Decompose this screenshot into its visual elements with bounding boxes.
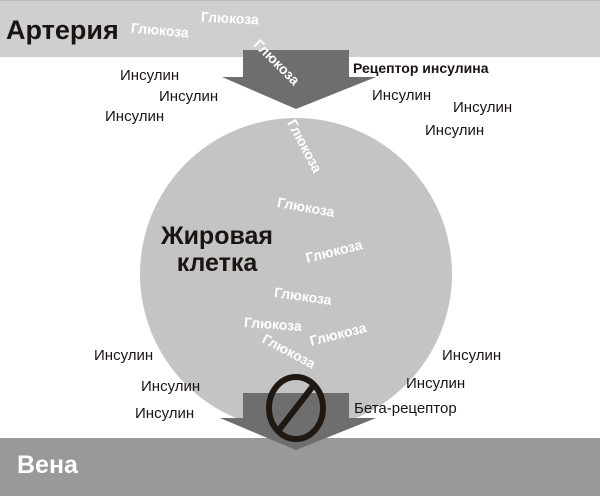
insulin-label: Инсулин [406,375,466,392]
vein-label: Вена [17,451,78,479]
insulin-label: Инсулин [141,378,201,395]
glucose-label: Глюкоза [200,8,260,28]
insulin-receptor-arrow [222,50,376,109]
insulin-label: Инсулин [94,347,154,364]
insulin-label: Инсулин [425,122,485,139]
fat-cell-circle [140,118,452,430]
fat-cell-label-line2: клетка [176,249,258,277]
insulin-label: Инсулин [159,88,219,105]
beta-receptor-arrow [220,393,376,450]
insulin-label: Инсулин [135,405,195,422]
fat-cell-label: Жировая клетка [156,223,278,277]
beta-receptor-label: Бета-рецептор [354,400,457,417]
insulin-label: Инсулин [105,108,165,125]
insulin-label: Инсулин [442,347,502,364]
insulin-label: Инсулин [372,87,432,104]
insulin-label: Инсулин [453,99,513,116]
fat-cell-label-line1: Жировая [160,222,274,250]
prohibited-icon [266,374,326,442]
insulin-label: Инсулин [120,67,180,84]
artery-band [0,0,600,57]
insulin-receptor-label: Рецептор инсулина [353,60,489,76]
artery-label: Артерия [6,15,119,45]
